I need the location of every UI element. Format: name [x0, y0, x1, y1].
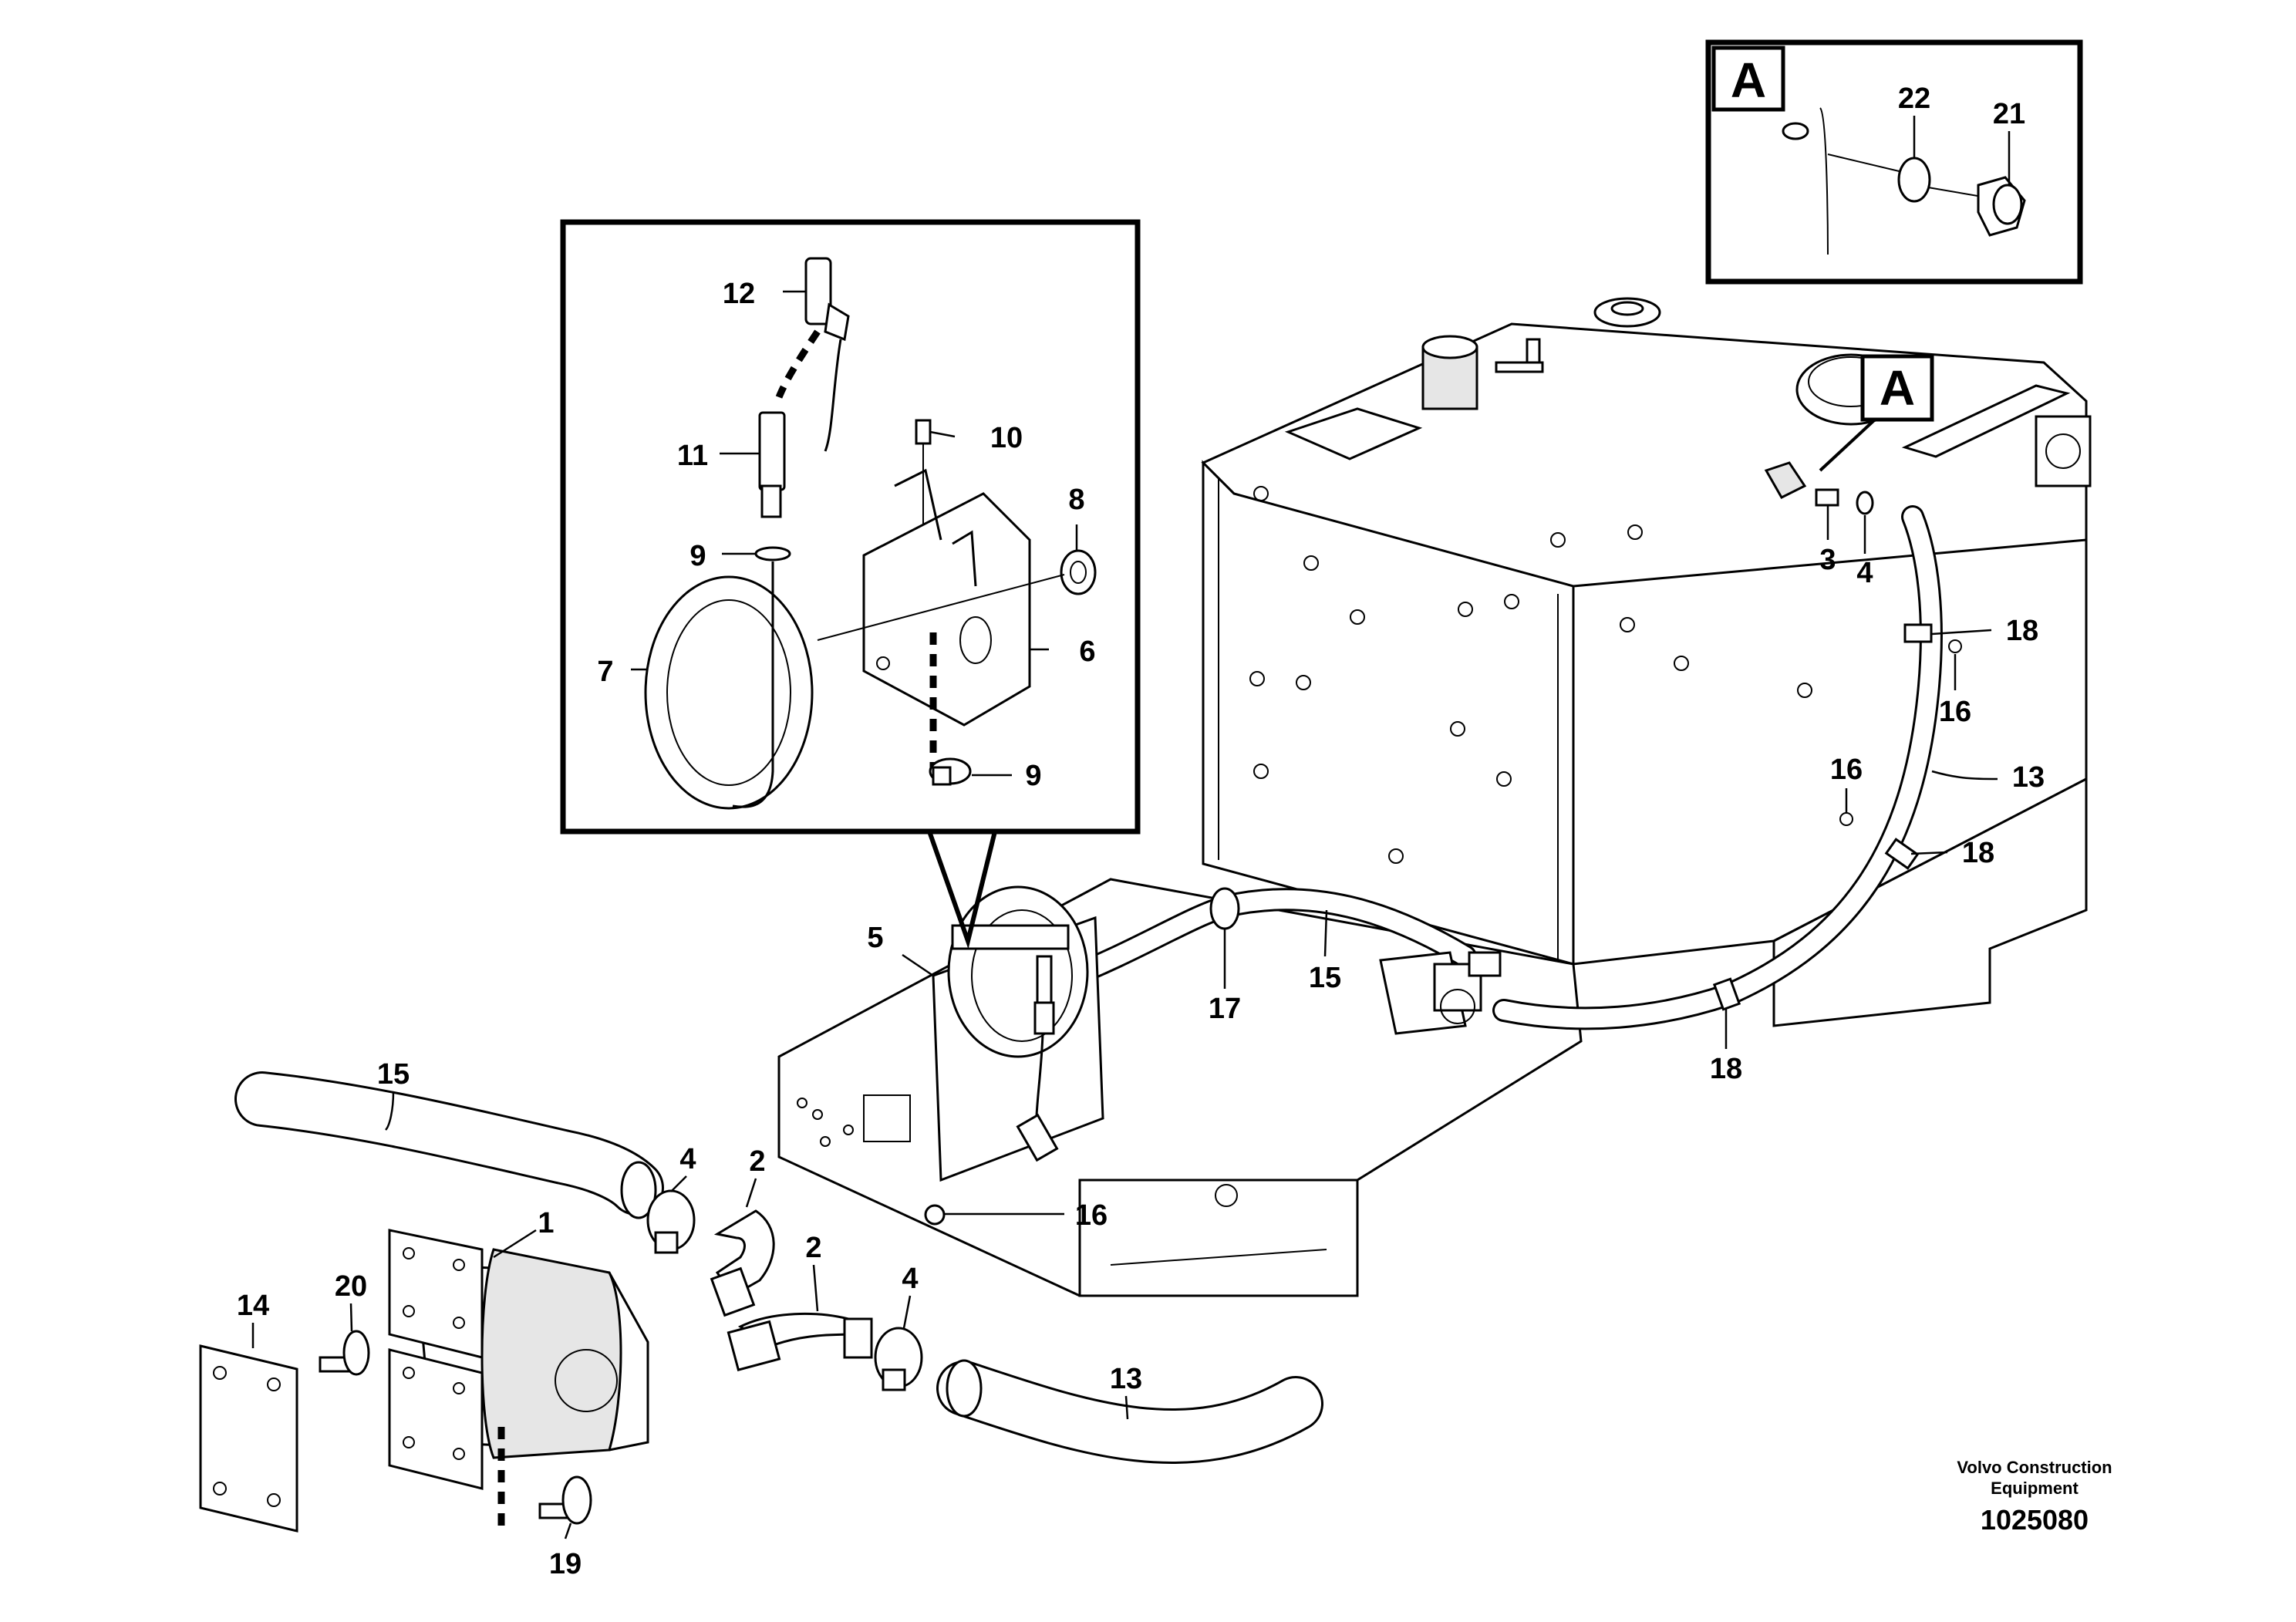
callout-22: 22: [1898, 83, 1930, 115]
callout-9-lower: 9: [1025, 760, 1041, 792]
callout-10: 10: [990, 422, 1023, 454]
tank-port-fitting: [1764, 461, 1874, 515]
callout-18-bottom: 18: [1710, 1053, 1742, 1085]
brand-line-1: Volvo Construction: [1957, 1458, 2112, 1477]
elbow-fitting-lower: [727, 1312, 873, 1371]
callout-4-tank: 4: [1856, 557, 1873, 589]
callout-4-upper: 4: [679, 1143, 696, 1175]
callout-16-right: 16: [1939, 696, 1971, 728]
title-block: Volvo Construction Equipment 1025080: [1957, 1458, 2112, 1536]
callout-13-installed: 13: [2012, 761, 2045, 794]
callout-15-loose: 15: [377, 1058, 410, 1091]
brand-line-2: Equipment: [1991, 1479, 2079, 1498]
callout-5: 5: [867, 922, 883, 954]
callout-17: 17: [1209, 993, 1241, 1025]
detail-box-a: A: [1705, 39, 2083, 285]
callout-16-mid: 16: [1830, 754, 1863, 786]
callout-18-mid: 18: [1962, 837, 1994, 869]
bolt-19: [538, 1475, 592, 1525]
filter-assembly-installed: [932, 885, 1104, 1182]
leader-lines: [251, 116, 2011, 1539]
elbow-fitting-upper: [710, 1209, 775, 1317]
callout-13-loose: 13: [1110, 1363, 1142, 1395]
detail-marker-letter: A: [1880, 360, 1915, 416]
hose-15-loose: [234, 1071, 664, 1219]
hydraulic-tank: [1201, 297, 2092, 1027]
callout-2-lower: 2: [805, 1232, 821, 1264]
cover-plate-14: [199, 1344, 298, 1533]
hose-13-loose: [936, 1359, 1323, 1464]
bolt-20: [319, 1330, 370, 1376]
detail-a-marker: A: [1819, 354, 1934, 472]
callout-6: 6: [1079, 636, 1095, 668]
callout-labels: 12 11 10 9 8 7 6 9 5 17 15 16 3 4 18 16 …: [237, 83, 2045, 1580]
callout-4-lower: 4: [902, 1263, 918, 1295]
callout-11: 11: [677, 440, 708, 472]
callout-8: 8: [1068, 484, 1084, 516]
electric-pump-installed: [1379, 951, 1502, 1035]
detail-box-letter: A: [1731, 52, 1766, 108]
callout-12: 12: [723, 278, 755, 310]
callout-20: 20: [335, 1270, 367, 1303]
tank-studs: [1249, 486, 1812, 864]
callout-19: 19: [549, 1548, 582, 1580]
callout-21: 21: [1993, 98, 2025, 130]
callout-3: 3: [1819, 544, 1836, 576]
callout-18-top: 18: [2006, 615, 2038, 647]
callout-14: 14: [237, 1290, 269, 1322]
drawing-number: 1025080: [1981, 1504, 2089, 1536]
detail-box-filter: [560, 219, 1141, 949]
callout-1: 1: [538, 1207, 554, 1239]
callout-16-lower: 16: [1075, 1199, 1108, 1232]
callout-7: 7: [597, 656, 613, 688]
pump-1: [388, 1229, 649, 1490]
callout-15-installed: 15: [1309, 962, 1341, 994]
callout-9-upper: 9: [689, 540, 706, 572]
callout-2-upper: 2: [749, 1145, 765, 1178]
hose-13-installed: [1492, 505, 1943, 1030]
